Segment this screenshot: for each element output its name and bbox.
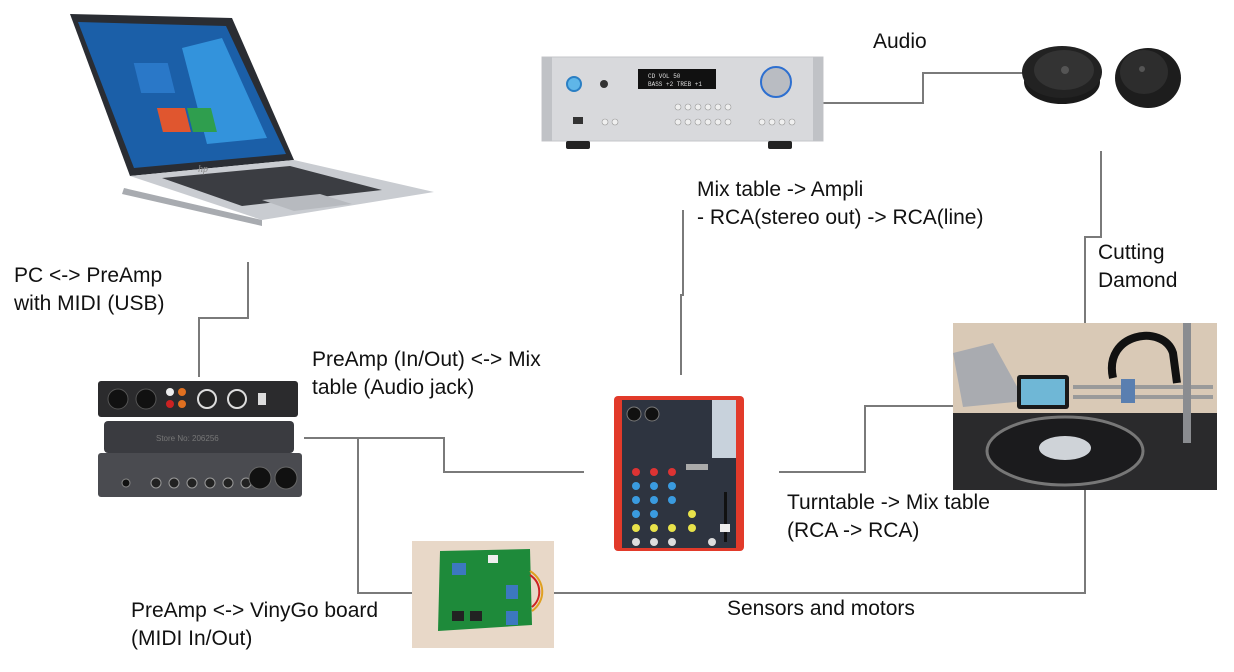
label-line: (MIDI In/Out) xyxy=(131,627,253,650)
preamp-image: Store No: 206256 xyxy=(98,381,302,497)
label-line: (RCA -> RCA) xyxy=(787,519,920,542)
label-line: PreAmp (In/Out) <-> Mix xyxy=(312,348,541,371)
preamp-store-text: Store No: 206256 xyxy=(156,434,219,443)
vinygo-board-image xyxy=(412,541,554,648)
wire-board-turntable xyxy=(552,490,1086,594)
label-line: - RCA(stereo out) -> RCA(line) xyxy=(697,206,984,229)
label-line: Mix table -> Ampli xyxy=(697,178,864,201)
label-mix-to-ampli: Mix table -> Ampli - RCA(stereo out) -> … xyxy=(697,176,983,232)
svg-text:hp: hp xyxy=(198,164,208,175)
label-sensors-motors: Sensors and motors xyxy=(727,597,915,620)
wire-laptop-preamp xyxy=(198,262,249,377)
label-line: Cutting xyxy=(1098,241,1165,264)
label-line: Turntable -> Mix table xyxy=(787,491,990,514)
label-line: PC <-> PreAmp xyxy=(14,264,163,287)
wire-preamp-mixer xyxy=(304,437,584,473)
amplifier-image: CD VOL 50 BASS +2 TREB +1 xyxy=(541,56,824,149)
turntable-image xyxy=(953,323,1217,490)
mixer-image xyxy=(614,396,744,551)
label-pc-preamp: PC <-> PreAmp with MIDI (USB) xyxy=(14,262,165,318)
wire-amplifier-speakers xyxy=(823,72,1025,104)
wire-speakers-turntable xyxy=(1084,151,1102,323)
laptop-image: hp xyxy=(70,14,434,226)
label-line: with MIDI (USB) xyxy=(14,292,165,315)
label-cutting-diamond: Cutting Damond xyxy=(1098,239,1177,295)
label-line: PreAmp <-> VinyGo board xyxy=(131,599,379,622)
speakers-image xyxy=(1022,46,1181,108)
label-preamp-mix: PreAmp (In/Out) <-> Mix table (Audio jac… xyxy=(312,346,541,402)
label-preamp-board: PreAmp <-> VinyGo board (MIDI In/Out) xyxy=(131,597,378,653)
svg-text:BASS +2 TREB +1: BASS +2 TREB +1 xyxy=(648,81,702,88)
label-line: table (Audio jack) xyxy=(312,376,475,399)
label-turntable-mix: Turntable -> Mix table (RCA -> RCA) xyxy=(787,489,990,545)
label-audio: Audio xyxy=(873,30,927,53)
wire-preamp-board xyxy=(357,438,415,594)
wire-turntable-mixer xyxy=(779,405,955,473)
svg-text:CD VOL 50: CD VOL 50 xyxy=(648,73,681,80)
wire-mixer-amplifier xyxy=(680,210,684,375)
label-line: Damond xyxy=(1098,269,1178,292)
